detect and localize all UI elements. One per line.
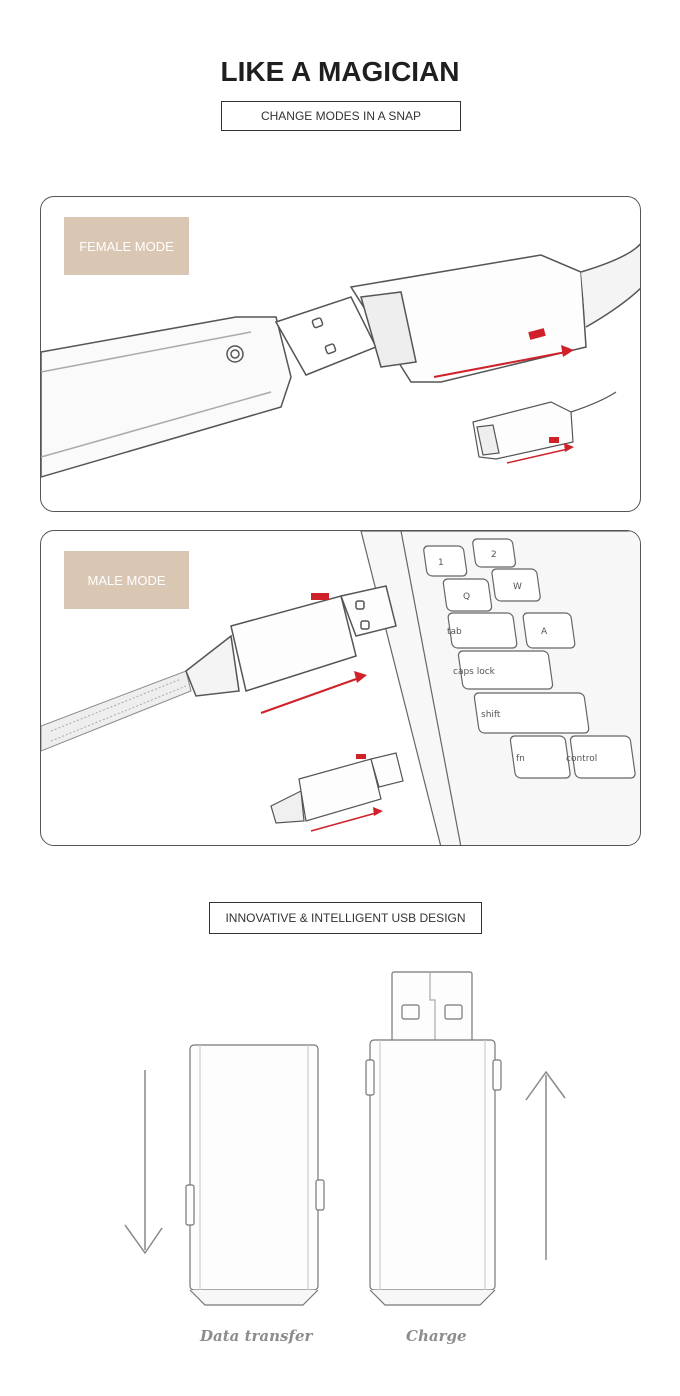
key-1-label: 1 [438,558,444,568]
key-control [569,735,636,779]
red-arrow-4 [310,807,383,832]
male-mode-illustration: 1 2 Q W tab A caps lock shift fn control [41,531,640,845]
key-1 [423,545,468,577]
female-mode-illustration [41,243,640,478]
key-tab [447,612,518,649]
usb-design-illustration [124,971,566,1306]
data-transfer-adapter-drawing [185,1044,325,1306]
key-shift [473,692,590,734]
key-control-label: control [566,754,597,764]
subtitle-text: CHANGE MODES IN A SNAP [260,109,422,123]
key-a [522,612,576,649]
braided-cable-drawing [41,670,192,752]
key-shift-label: shift [481,710,501,720]
subtitle-box: CHANGE MODES IN A SNAP [221,101,461,131]
section-title-box: INNOVATIVE & INTELLIGENT USB DESIGN [209,902,482,934]
section-title-text: INNOVATIVE & INTELLIGENT USB DESIGN [225,911,466,925]
key-2 [472,538,517,568]
male-adapter-drawing [185,585,397,697]
male-mode-badge: MALE MODE [64,551,189,609]
charge-adapter-drawing [365,971,502,1306]
page-title: LIKE A MAGICIAN [220,56,460,87]
small-female-adapter-drawing [472,391,617,460]
usb-stick-drawing [41,296,378,478]
female-mode-panel: FEMALE MODE [40,196,641,512]
keyboard-key-labels: 1 2 Q W tab A caps lock shift fn control [438,550,597,764]
key-q-label: Q [463,592,470,602]
keyboard-drawing [360,531,640,845]
key-tab-label: tab [447,627,462,637]
charge-caption: Charge [406,1327,467,1345]
female-adapter-drawing [349,243,640,383]
key-w-label: W [513,582,522,592]
red-arrow-2 [506,443,574,464]
small-male-adapter-drawing [270,752,404,824]
data-transfer-caption: Data transfer [200,1327,313,1345]
key-fn-label: fn [516,754,525,764]
red-arrow-1 [433,345,574,378]
key-fn [509,735,571,779]
key-a-label: A [541,627,548,637]
up-arrow [525,1070,566,1260]
female-mode-badge: FEMALE MODE [64,217,189,275]
key-w [491,568,541,602]
red-arrow-3 [260,671,367,714]
key-caps-label: caps lock [453,667,496,677]
down-arrow [124,1070,163,1255]
key-2-label: 2 [491,550,497,560]
key-caps [457,650,554,690]
male-mode-panel: 1 2 Q W tab A caps lock shift fn control [40,530,641,846]
key-q [442,578,493,612]
